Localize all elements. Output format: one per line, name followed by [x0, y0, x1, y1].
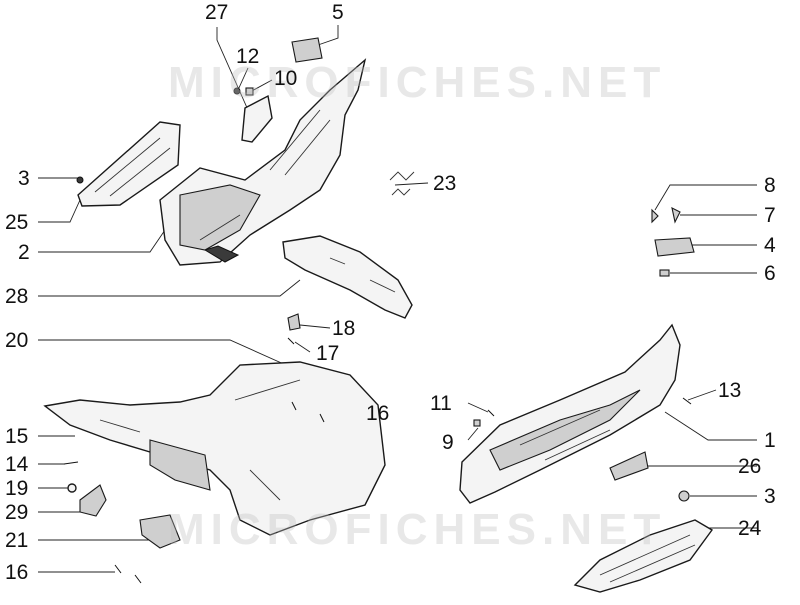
callout-16-lower: 16	[5, 561, 29, 584]
part-29-latch	[79, 484, 107, 517]
callout-17: 17	[316, 342, 340, 365]
callout-29: 29	[5, 501, 29, 524]
small-parts-top	[233, 37, 695, 277]
callout-1: 1	[764, 429, 776, 452]
part-7-screw	[671, 206, 681, 224]
callout-28: 28	[5, 285, 29, 308]
callout-14: 14	[5, 453, 29, 476]
callout-12: 12	[236, 45, 260, 68]
part-25-side-panel	[76, 121, 181, 207]
callout-21: 21	[5, 529, 29, 552]
callout-5: 5	[332, 1, 344, 24]
callout-18: 18	[332, 317, 356, 340]
part-8-screw	[651, 208, 659, 224]
part-3-screw-lower	[678, 490, 690, 502]
part-1-side-panel	[459, 323, 692, 504]
callout-20: 20	[5, 329, 29, 352]
part-17-screw	[287, 337, 295, 345]
part-27-pad	[241, 94, 273, 143]
part-16-screws-lower	[114, 564, 142, 584]
part-18-bracket	[287, 313, 301, 331]
callout-23: 23	[433, 172, 457, 195]
part-4-pad	[654, 237, 695, 257]
part-11-screw	[487, 409, 495, 417]
callout-8: 8	[764, 174, 776, 197]
part-23-springs	[389, 171, 415, 196]
callout-11: 11	[430, 392, 452, 415]
callout-7: 7	[764, 204, 776, 227]
part-6-clip	[659, 269, 670, 277]
watermark-top: MICROFICHES.NET	[168, 58, 667, 107]
part-28-cover	[282, 235, 413, 319]
part-26-pad	[609, 451, 649, 481]
leader-lines	[38, 25, 757, 573]
part-5-pad	[291, 37, 323, 63]
callout-4: 4	[764, 234, 776, 257]
callout-13: 13	[718, 379, 742, 402]
callout-3-bottom: 3	[764, 485, 776, 508]
callout-24: 24	[738, 517, 762, 540]
callout-27: 27	[205, 1, 229, 24]
callout-2: 2	[18, 241, 30, 264]
part-19-clip	[67, 483, 77, 493]
callout-9: 9	[442, 431, 454, 454]
part-21-bracket	[139, 514, 181, 549]
part-10-clip	[245, 87, 254, 96]
part-14-screw	[63, 461, 79, 465]
callout-26: 26	[738, 455, 762, 478]
part-2-leg-shield	[159, 58, 367, 266]
part-9-clip	[473, 419, 481, 427]
watermark-bottom: MICROFICHES.NET	[168, 505, 667, 554]
part-13-screw	[682, 397, 692, 405]
part-16-screws-upper	[291, 401, 325, 423]
callout-15: 15	[5, 425, 29, 448]
callout-25: 25	[5, 211, 29, 234]
callout-16-upper: 16	[366, 402, 390, 425]
part-15-front-shield	[43, 361, 386, 536]
callout-10: 10	[274, 67, 298, 90]
part-12-screw	[233, 87, 241, 95]
small-parts-lower-left	[63, 401, 325, 584]
part-24-footrest	[573, 490, 714, 593]
callout-19: 19	[5, 477, 29, 500]
callout-3-top: 3	[18, 167, 30, 190]
callout-6: 6	[764, 262, 776, 285]
